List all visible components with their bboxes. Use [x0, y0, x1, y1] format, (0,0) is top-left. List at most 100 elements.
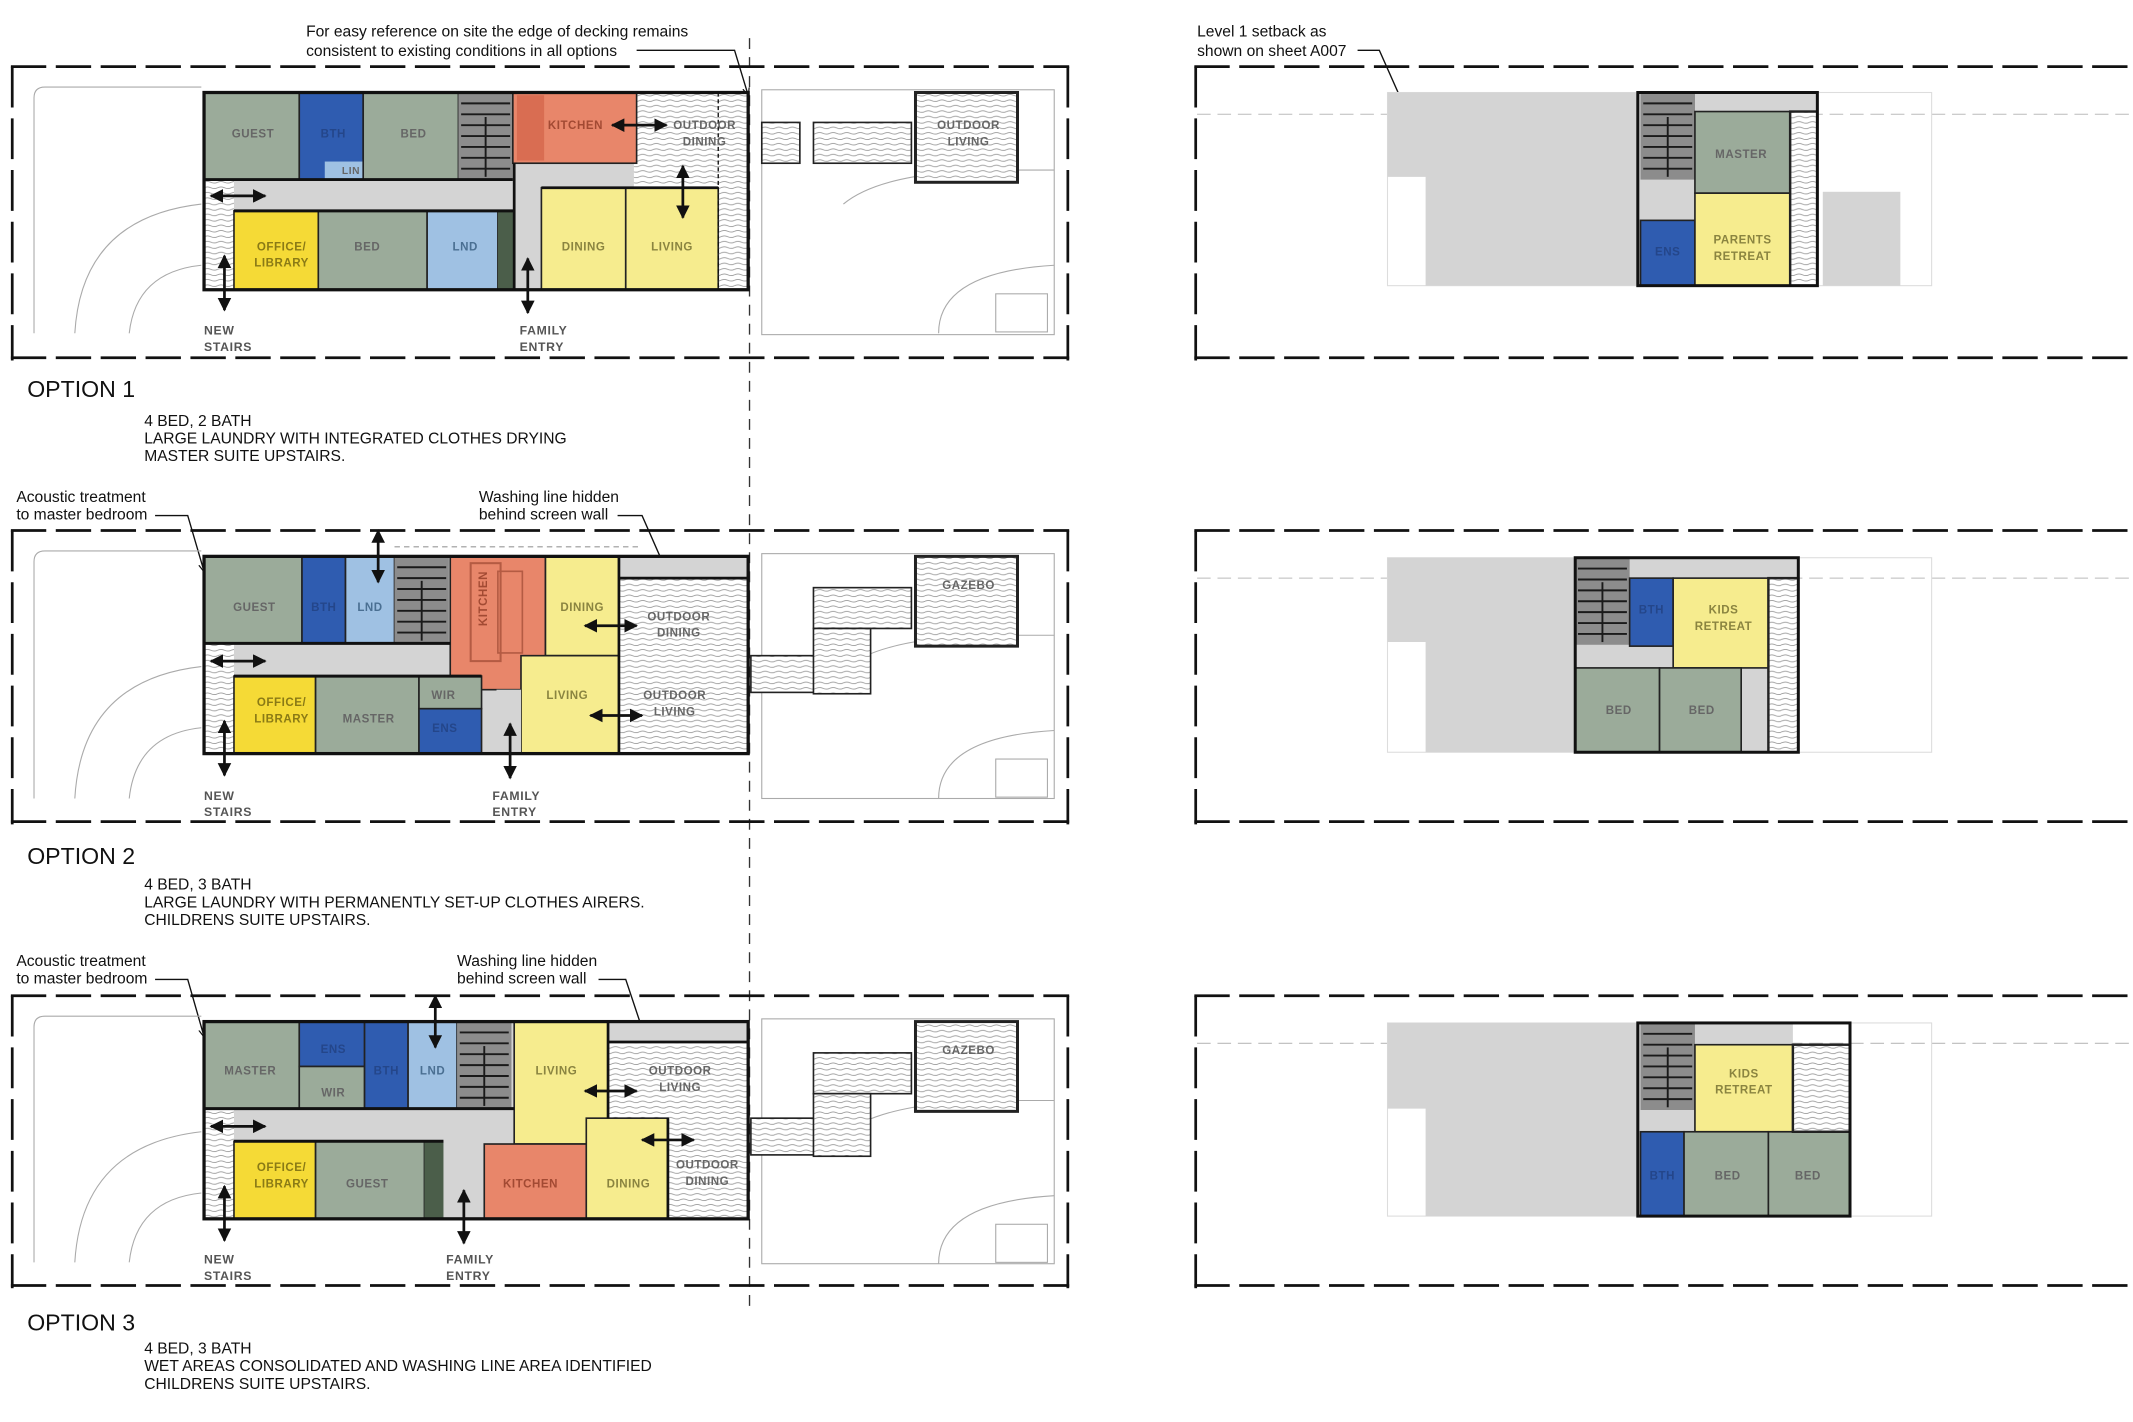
top-annotations: For easy reference on site the edge of d… — [306, 24, 1406, 112]
option-2-title: OPTION 2 — [27, 843, 135, 869]
option-3-desc-2: WET AREAS CONSOLIDATED AND WASHING LINE … — [144, 1358, 652, 1375]
room-master: MASTER — [343, 713, 395, 725]
upper-parents-2: RETREAT — [1714, 251, 1771, 263]
decking-note-line1: For easy reference on site the edge of d… — [306, 24, 688, 41]
room-dining: DINING — [607, 1179, 651, 1191]
room-outdoor-dining-2: DINING — [657, 628, 701, 640]
upper-parents-1: PARENTS — [1713, 234, 1771, 246]
upper-kids-2: RETREAT — [1695, 621, 1752, 633]
option-2-upper-plan: BTH KIDS RETREAT BED BED — [1194, 529, 2133, 825]
room-office-2: LIBRARY — [254, 1179, 309, 1191]
room-kitchen: KITCHEN — [478, 571, 490, 626]
room-bed: BED — [401, 128, 427, 140]
family-entry-label-1: FAMILY — [492, 789, 540, 803]
room-outdoor-living-2: LIVING — [659, 1082, 701, 1094]
room-outdoor-living-1: OUTDOOR — [649, 1066, 712, 1078]
new-stairs-label-2: STAIRS — [204, 1269, 252, 1283]
room-master: MASTER — [224, 1066, 276, 1078]
option-2-desc-1: 4 BED, 3 BATH — [144, 877, 251, 894]
upper-master: MASTER — [1715, 149, 1767, 161]
setback-note-line1: Level 1 setback as — [1197, 24, 1327, 41]
room-outdoor-living-2: LIVING — [948, 137, 990, 149]
room-outdoor-dining-2: DINING — [686, 1176, 730, 1188]
room-wir: WIR — [431, 690, 455, 702]
upper-kids-1: KIDS — [1709, 604, 1739, 616]
washing-note-line1-opt3: Washing line hidden — [457, 953, 597, 970]
room-ens: ENS — [432, 723, 457, 735]
room-dining: DINING — [560, 602, 604, 614]
option-1-plan: GUEST BTH BED LIN KITCHEN OUTDOOR DINING… — [10, 65, 1070, 465]
option-1-desc-1: 4 BED, 2 BATH — [144, 413, 251, 430]
room-office-1: OFFICE/ — [257, 1162, 307, 1174]
new-stairs-label-2: STAIRS — [204, 340, 252, 354]
upper-bed-2: BED — [1795, 1170, 1821, 1182]
room-outdoor-dining-1: OUTDOOR — [673, 120, 736, 132]
washing-note-line2-opt3: behind screen wall — [457, 970, 586, 987]
acoustic-note-line2-opt2: to master bedroom — [16, 507, 147, 524]
room-office-2: LIBRARY — [254, 258, 309, 270]
option-3-plan: Acoustic treatment to master bedroom Was… — [10, 953, 1070, 1393]
option-3-desc-3: CHILDRENS SUITE UPSTAIRS. — [144, 1376, 370, 1393]
room-dining: DINING — [562, 241, 606, 253]
room-gazebo: GAZEBO — [942, 580, 995, 592]
family-entry-label-1: FAMILY — [446, 1253, 494, 1267]
family-entry-label-1: FAMILY — [520, 324, 568, 338]
option-1-upper-plan: MASTER ENS PARENTS RETREAT — [1194, 65, 2133, 361]
room-living: LIVING — [651, 241, 693, 253]
option-1-desc-3: MASTER SUITE UPSTAIRS. — [144, 448, 345, 465]
option-1-desc-2: LARGE LAUNDRY WITH INTEGRATED CLOTHES DR… — [144, 430, 567, 447]
room-living: LIVING — [535, 1066, 577, 1078]
new-stairs-label-1: NEW — [204, 324, 235, 338]
room-outdoor-living-1: OUTDOOR — [643, 690, 706, 702]
new-stairs-label-1: NEW — [204, 1253, 235, 1267]
washing-note-line1-opt2: Washing line hidden — [479, 489, 619, 506]
room-bed-2: BED — [354, 241, 380, 253]
acoustic-note-line2-opt3: to master bedroom — [16, 970, 147, 987]
family-entry-label-2: ENTRY — [492, 805, 536, 819]
room-outdoor-dining-1: OUTDOOR — [647, 611, 710, 623]
option-2-plan: Acoustic treatment to master bedroom Was… — [10, 489, 1070, 929]
upper-bth: BTH — [1639, 604, 1664, 616]
acoustic-note-line1-opt2: Acoustic treatment — [16, 489, 146, 506]
upper-bed-1: BED — [1606, 705, 1632, 717]
room-kitchen: KITCHEN — [548, 120, 603, 132]
option-3-upper-plan: KIDS RETREAT BTH BED BED — [1194, 994, 2133, 1289]
option-1-title: OPTION 1 — [27, 376, 135, 402]
room-lnd: LND — [420, 1066, 445, 1078]
option-3-desc-1: 4 BED, 3 BATH — [144, 1340, 251, 1357]
option-3-title: OPTION 3 — [27, 1309, 135, 1335]
upper-ens: ENS — [1655, 247, 1680, 259]
setback-note-line2: shown on sheet A007 — [1197, 43, 1346, 60]
room-outdoor-living-1: OUTDOOR — [937, 120, 1000, 132]
room-bth: BTH — [321, 128, 346, 140]
room-gazebo: GAZEBO — [942, 1045, 995, 1057]
upper-bed-2: BED — [1689, 705, 1715, 717]
room-office-1: OFFICE/ — [257, 241, 307, 253]
upper-kids-2: RETREAT — [1715, 1085, 1772, 1097]
room-guest: GUEST — [233, 602, 276, 614]
family-entry-label-2: ENTRY — [520, 340, 564, 354]
room-kitchen: KITCHEN — [503, 1179, 558, 1191]
room-wir: WIR — [321, 1087, 345, 1099]
room-lnd: LND — [357, 602, 382, 614]
room-ens: ENS — [321, 1044, 346, 1056]
room-guest: GUEST — [346, 1179, 389, 1191]
family-entry-label-2: ENTRY — [446, 1269, 490, 1283]
option-2-desc-2: LARGE LAUNDRY WITH PERMANENTLY SET-UP CL… — [144, 894, 644, 911]
room-lin: LIN — [342, 166, 360, 177]
room-outdoor-dining-1: OUTDOOR — [676, 1159, 739, 1171]
room-office-1: OFFICE/ — [257, 697, 307, 709]
upper-bth: BTH — [1650, 1170, 1675, 1182]
option-2-desc-3: CHILDRENS SUITE UPSTAIRS. — [144, 912, 370, 929]
room-bth: BTH — [374, 1066, 399, 1078]
room-lnd: LND — [453, 241, 478, 253]
decking-note-line2: consistent to existing conditions in all… — [306, 43, 617, 60]
upper-bed-1: BED — [1715, 1170, 1741, 1182]
upper-kids-1: KIDS — [1729, 1068, 1759, 1080]
washing-note-line2-opt2: behind screen wall — [479, 507, 608, 524]
new-stairs-label-1: NEW — [204, 789, 235, 803]
room-outdoor-dining-2: DINING — [683, 137, 727, 149]
room-bth: BTH — [311, 602, 336, 614]
